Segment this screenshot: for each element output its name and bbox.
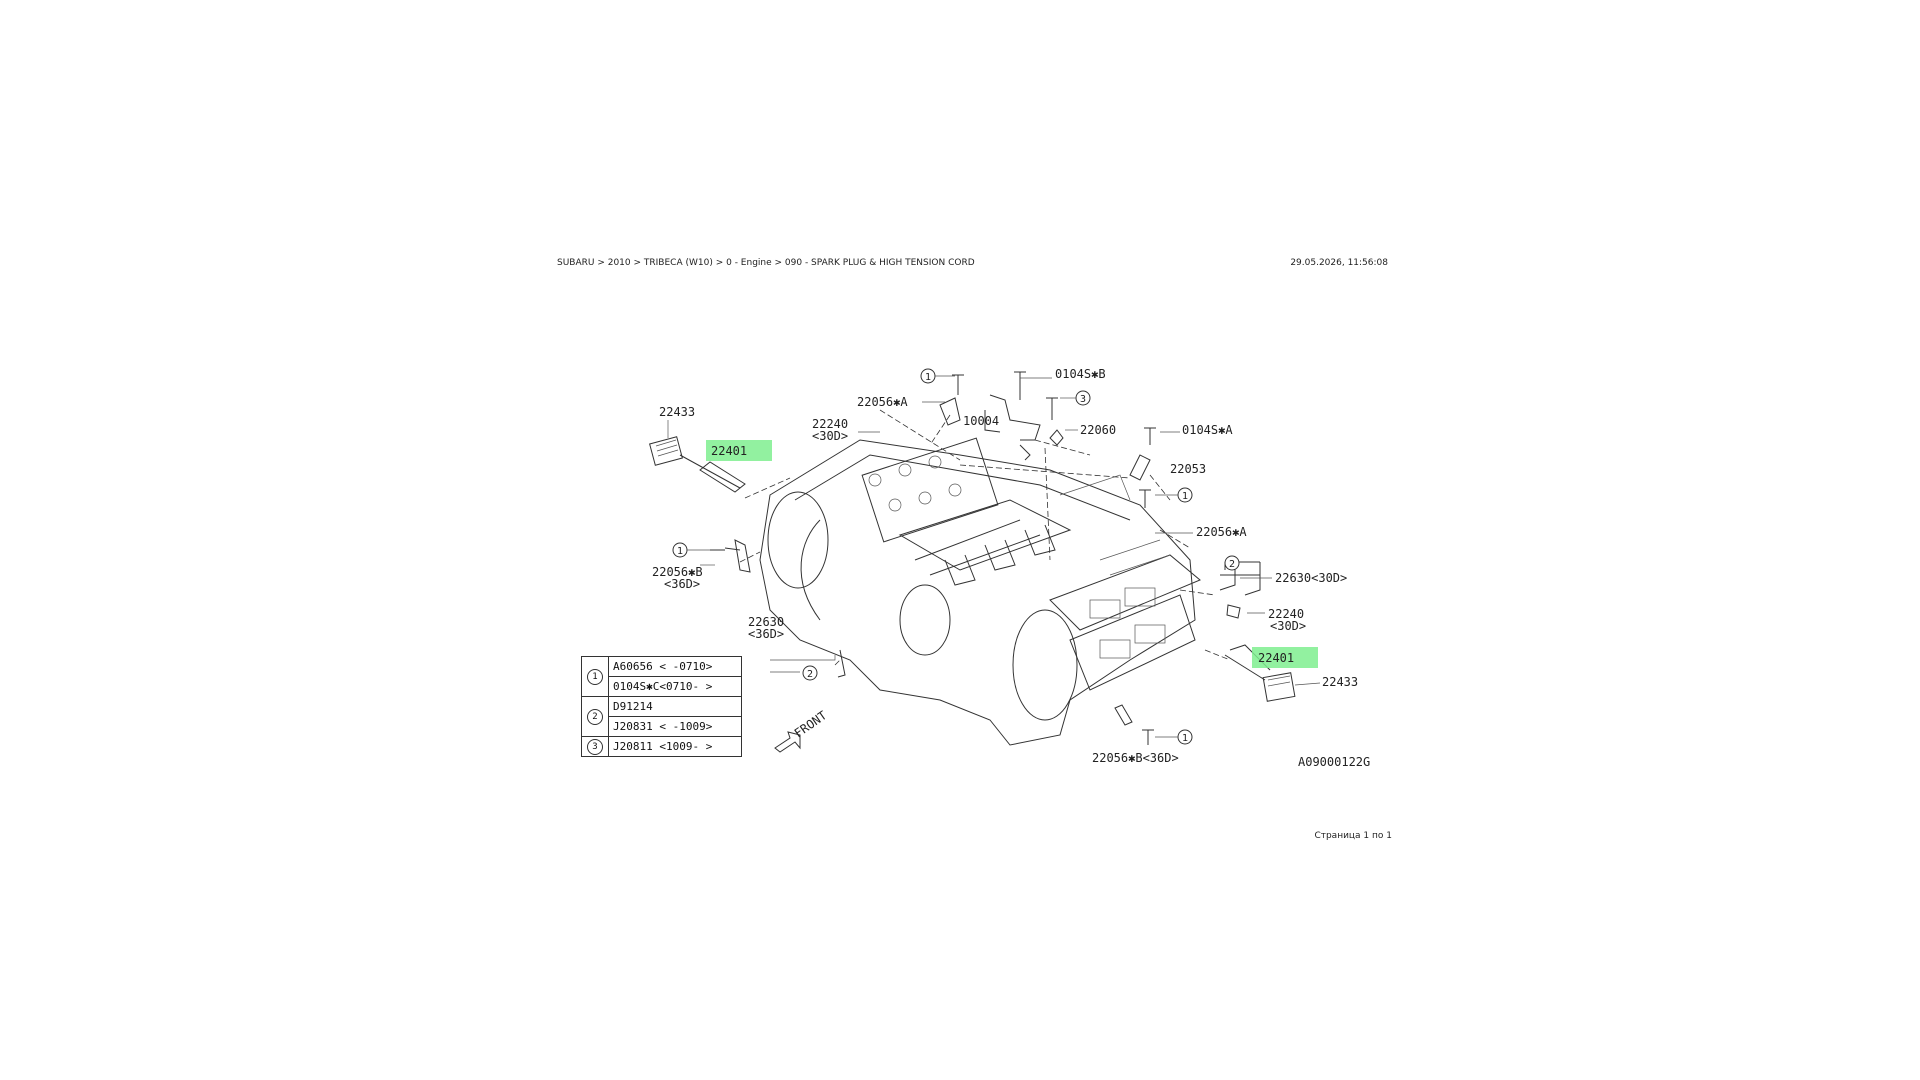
label-22056-a-top[interactable]: 22056✱A — [857, 395, 908, 409]
label-22056-b-bottom[interactable]: 22056✱B<36D> — [1092, 751, 1179, 765]
label-22630-36d[interactable]: 22630 — [748, 615, 784, 629]
label-22060[interactable]: 22060 — [1080, 423, 1116, 437]
page-counter: Страница 1 по 1 — [1314, 831, 1392, 841]
legend-part[interactable]: A60656 < -0710> — [608, 656, 742, 677]
drawing-id: A09000122G — [1298, 755, 1370, 769]
callout-1-right[interactable]: 1 — [1177, 487, 1193, 503]
label-0104s-a[interactable]: 0104S✱A — [1182, 423, 1233, 437]
label-22401-left[interactable]: 22401 — [711, 444, 747, 458]
callout-3[interactable]: 3 — [1075, 390, 1091, 406]
label-22630-36d-sub: <36D> — [748, 627, 784, 641]
highlight-22401-right — [1252, 647, 1318, 668]
legend-part[interactable]: J20831 < -1009> — [608, 716, 742, 737]
front-label: FRONT — [792, 708, 830, 740]
legend-row: 3 J20811 <1009- > — [581, 736, 742, 757]
legend-part[interactable]: 0104S✱C<0710- > — [608, 676, 742, 697]
callout-1-left[interactable]: 1 — [672, 542, 688, 558]
svg-text:1: 1 — [677, 546, 683, 557]
label-22630-30d[interactable]: 22630<30D> — [1275, 571, 1347, 585]
legend-part[interactable]: J20811 <1009- > — [608, 736, 742, 757]
legend-row: 2 D91214 — [581, 696, 742, 737]
label-22240-right-sub: <30D> — [1270, 619, 1306, 633]
engine-block-drawing — [759, 437, 1201, 746]
legend-callout-2: 2 — [587, 708, 603, 725]
svg-text:1: 1 — [1182, 491, 1188, 502]
callout-1-top[interactable]: 1 — [920, 368, 936, 384]
label-22433-left[interactable]: 22433 — [659, 405, 695, 419]
svg-text:3: 3 — [1080, 394, 1086, 405]
callout-2-left[interactable]: 2 — [802, 665, 818, 681]
label-22240[interactable]: 22240 — [812, 417, 848, 431]
ignition-coil-left — [649, 436, 746, 493]
legend-row: J20831 < -1009> — [582, 716, 742, 737]
parts-legend-table: 1 A60656 < -0710> 0104S✱C<0710- > 2 D912… — [581, 656, 742, 757]
svg-text:2: 2 — [807, 669, 813, 680]
label-0104s-b[interactable]: 0104S✱B — [1055, 367, 1106, 381]
svg-text:1: 1 — [1182, 733, 1188, 744]
front-arrow: FRONT — [774, 708, 830, 753]
legend-row: 0104S✱C<0710- > — [582, 676, 742, 697]
label-22433-right[interactable]: 22433 — [1322, 675, 1358, 689]
callout-1-bottom[interactable]: 1 — [1177, 729, 1193, 745]
label-22056-b-left-sub: <36D> — [664, 577, 700, 591]
svg-text:2: 2 — [1229, 559, 1235, 570]
label-22240-right[interactable]: 22240 — [1268, 607, 1304, 621]
print-timestamp: 29.05.2026, 11:56:08 — [1290, 258, 1388, 268]
label-22056-b-left[interactable]: 22056✱B — [652, 565, 703, 579]
label-10004[interactable]: 10004 — [963, 414, 999, 428]
highlight-22401-left — [706, 440, 772, 461]
label-22401-right[interactable]: 22401 — [1258, 651, 1294, 665]
legend-part[interactable]: D91214 — [608, 696, 742, 717]
legend-row: 1 A60656 < -0710> — [581, 656, 742, 697]
svg-text:1: 1 — [925, 372, 931, 383]
label-22240-sub: <30D> — [812, 429, 848, 443]
label-22056-a-right[interactable]: 22056✱A — [1196, 525, 1247, 539]
label-22053[interactable]: 22053 — [1170, 462, 1206, 476]
legend-callout-3: 3 — [587, 738, 603, 755]
callout-2-right[interactable]: 2 — [1224, 555, 1240, 571]
breadcrumb: SUBARU > 2010 > TRIBECA (W10) > 0 - Engi… — [557, 258, 975, 268]
bolt-parts — [710, 371, 1261, 745]
legend-callout-1: 1 — [587, 668, 603, 685]
